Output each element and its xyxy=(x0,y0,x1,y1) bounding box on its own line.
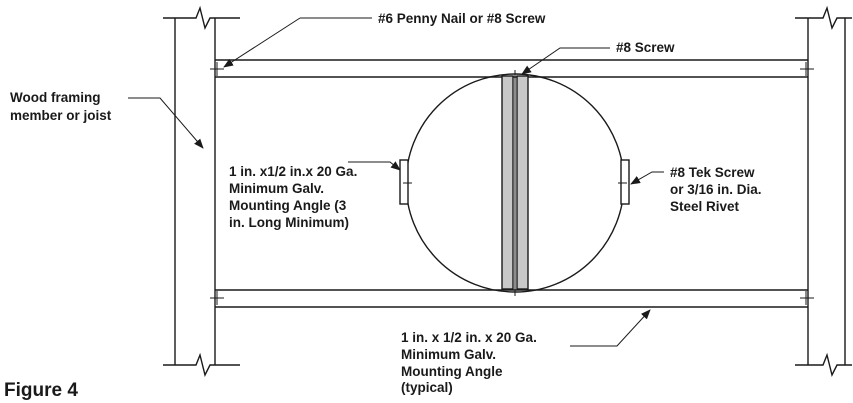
tek-label-line1: #8 Tek Screw xyxy=(670,165,755,180)
angle-left-label-line4: in. Long Minimum) xyxy=(229,215,349,230)
framing-leader xyxy=(128,97,204,149)
tek-label-line3: Steel Rivet xyxy=(670,199,740,214)
nail-leader xyxy=(223,17,301,68)
angle-left-leader xyxy=(348,161,401,171)
damper-center-frame xyxy=(501,70,529,296)
angle-bottom-label-line3: Mounting Angle xyxy=(401,364,503,379)
angle-bottom-label-line4: (typical) xyxy=(401,380,453,395)
screw-leader xyxy=(521,47,610,75)
right-side-angle xyxy=(618,159,630,205)
tek-leader xyxy=(630,171,664,185)
framing-label-line2: member or joist xyxy=(10,108,112,123)
framing-label-line1: Wood framing xyxy=(10,90,101,105)
left-side-angle xyxy=(399,159,412,205)
nail-label: #6 Penny Nail or #8 Screw xyxy=(378,11,546,26)
angle-bottom-label-line1: 1 in. x 1/2 in. x 20 Ga. xyxy=(401,330,537,345)
bottom-mounting-angle xyxy=(210,289,814,308)
angle-left-label-line1: 1 in. x1/2 in.x 20 Ga. xyxy=(229,164,357,179)
angle-bottom-leader xyxy=(570,309,651,347)
angle-left-label-line2: Minimum Galv. xyxy=(229,181,324,196)
right-framing-member xyxy=(795,5,852,378)
tek-label-line2: or 3/16 in. Dia. xyxy=(670,182,762,197)
angle-bottom-label-line2: Minimum Galv. xyxy=(401,347,496,362)
figure-title: Figure 4 xyxy=(4,380,78,401)
screw-label: #8 Screw xyxy=(616,40,675,55)
angle-left-label-line3: Mounting Angle (3 xyxy=(229,198,347,213)
